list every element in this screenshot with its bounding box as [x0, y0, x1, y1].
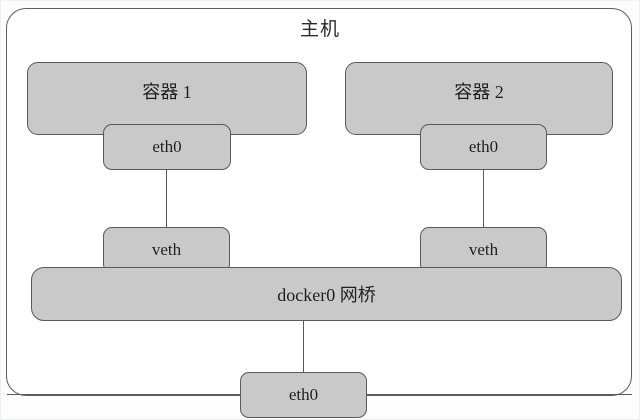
- veth-1-label: veth: [151, 240, 182, 259]
- wire-container-1-eth0-to-veth: [166, 169, 168, 228]
- wire-docker0-to-host-eth0: [303, 320, 305, 373]
- docker0-bridge-label: docker0 网桥: [277, 285, 376, 305]
- host-eth0-label: eth0: [288, 385, 319, 404]
- veth-2-label: veth: [468, 240, 499, 259]
- container-2-box[interactable]: 容器 2: [345, 62, 613, 135]
- container-2-eth0-box[interactable]: eth0: [420, 124, 547, 170]
- docker0-bridge-box[interactable]: docker0 网桥: [31, 267, 622, 321]
- host-title: 主机: [299, 19, 340, 40]
- wire-host-eth0-right: [366, 394, 632, 396]
- host-eth0-box[interactable]: eth0: [240, 372, 367, 418]
- wire-container-2-eth0-to-veth: [483, 169, 485, 228]
- container-2-eth0-label: eth0: [468, 137, 499, 156]
- container-1-eth0-label: eth0: [152, 137, 182, 156]
- container-2-label: 容器 2: [454, 81, 504, 102]
- container-1-label: 容器 1: [142, 81, 192, 102]
- container-1-eth0-box[interactable]: eth0: [103, 124, 231, 170]
- wire-host-eth0-left: [7, 394, 241, 396]
